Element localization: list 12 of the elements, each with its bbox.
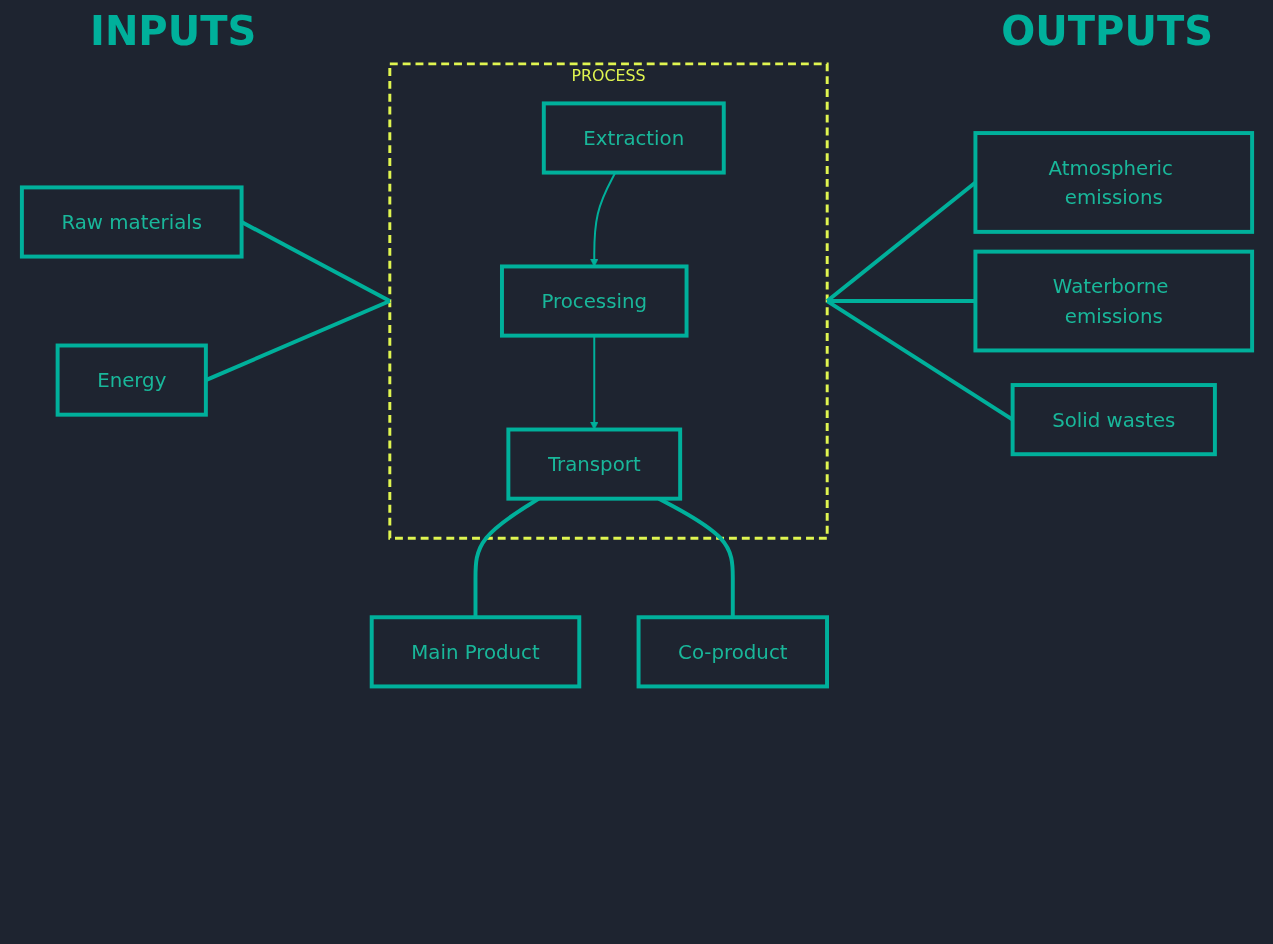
node-box: Energy bbox=[55, 343, 208, 417]
node-box: Main Product bbox=[369, 615, 581, 689]
node-box: Raw materials bbox=[19, 185, 244, 259]
node-box: Processing bbox=[499, 264, 689, 338]
node-box: Co-product bbox=[636, 615, 829, 689]
node-box: Solid wastes bbox=[1010, 383, 1217, 457]
node-box: Extraction bbox=[541, 101, 726, 175]
node-box: Transport bbox=[505, 427, 682, 501]
column-heading: INPUTS bbox=[90, 8, 257, 54]
column-heading: OUTPUTS bbox=[1001, 8, 1213, 54]
node-box: Waterborne emissions bbox=[972, 249, 1254, 353]
node-box: Atmospheric emissions bbox=[972, 131, 1254, 234]
